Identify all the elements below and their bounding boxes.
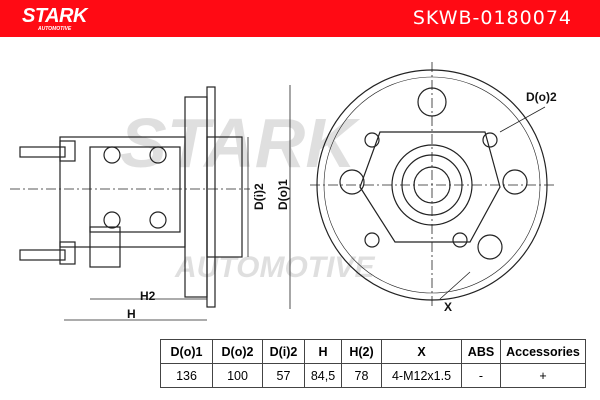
label-d-o2: D(o)2 <box>526 90 557 104</box>
specs-table: D(o)1 D(o)2 D(i)2 H H(2) X ABS Accessori… <box>160 339 586 388</box>
part-number: SKWB-0180074 <box>412 7 572 29</box>
table-cell: - <box>461 363 501 388</box>
svg-text:STARK: STARK <box>120 104 360 182</box>
brand-logo: STARK <box>22 5 87 27</box>
table-header-row: D(o)1 D(o)2 D(i)2 H H(2) X ABS Accessori… <box>160 339 586 364</box>
header-bar: STARK AUTOMOTIVE SKWB-0180074 <box>0 0 600 37</box>
table-row: 136 100 57 84,5 78 4-M12x1.5 - + <box>160 363 586 388</box>
table-cell: 136 <box>160 363 213 388</box>
label-h2: H2 <box>140 289 156 303</box>
header-cell: ABS <box>461 339 501 364</box>
header-cell: D(i)2 <box>262 339 305 364</box>
brand-logo-subtitle: AUTOMOTIVE <box>38 26 72 32</box>
header-cell: H(2) <box>341 339 382 364</box>
header-cell: D(o)1 <box>160 339 213 364</box>
label-x: X <box>444 300 453 314</box>
header-cell: X <box>381 339 462 364</box>
front-view <box>310 62 555 309</box>
header-cell: D(o)2 <box>212 339 263 364</box>
label-h: H <box>127 307 136 321</box>
header-cell: H <box>304 339 342 364</box>
table-cell: 4-M12x1.5 <box>381 363 462 388</box>
table-cell: 100 <box>212 363 263 388</box>
label-d-i2: D(i)2 <box>252 183 266 210</box>
table-cell: 57 <box>262 363 305 388</box>
header-cell: Accessories <box>500 339 586 364</box>
label-d-o1: D(o)1 <box>276 179 290 210</box>
table-cell: 78 <box>341 363 382 388</box>
table-cell: 84,5 <box>304 363 342 388</box>
svg-text:AUTOMOTIVE: AUTOMOTIVE <box>174 251 375 284</box>
technical-drawing: STARK AUTOMOTIVE <box>10 62 555 321</box>
side-view <box>10 85 291 321</box>
table-cell: + <box>500 363 586 388</box>
